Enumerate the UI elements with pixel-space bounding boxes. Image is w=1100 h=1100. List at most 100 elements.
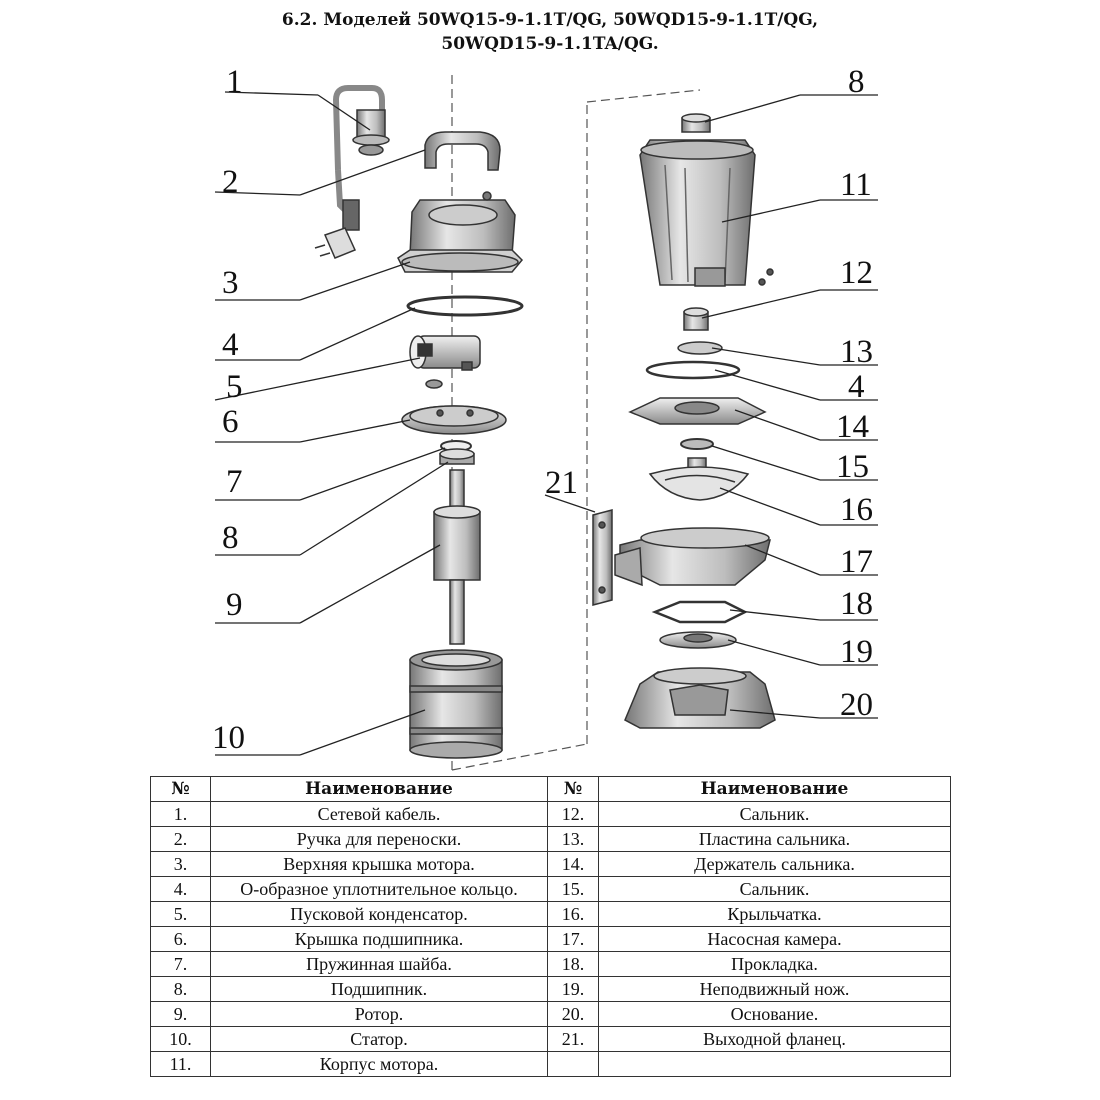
part-no: 1. — [150, 801, 211, 827]
table-row: 7.Пружинная шайба.18.Прокладка. — [150, 951, 951, 977]
part-no: 14. — [547, 851, 599, 877]
part-no: 6. — [150, 926, 211, 952]
part-name: Выходной фланец. — [598, 1026, 951, 1052]
table-row: 6.Крышка подшипника.17.Насосная камера. — [150, 926, 951, 952]
part-name: Насосная камера. — [598, 926, 951, 952]
table-row: 10.Статор.21.Выходной фланец. — [150, 1026, 951, 1052]
table-row: 4.О-образное уплотнительное кольцо.15.Са… — [150, 876, 951, 902]
impeller-part — [648, 457, 750, 501]
part-no: 3. — [150, 851, 211, 877]
callout-9: 9 — [226, 587, 243, 623]
part-no: 4. — [150, 876, 211, 902]
table-row: 3.Верхняя крышка мотора.14.Держатель сал… — [150, 851, 951, 877]
callout-16: 16 — [840, 492, 873, 528]
callout-18: 18 — [840, 586, 873, 622]
gasket-part — [651, 600, 748, 624]
part-no: 12. — [547, 801, 599, 827]
callout-19: 19 — [840, 634, 873, 670]
part-name: Верхняя крышка мотора. — [210, 851, 548, 877]
callout-20: 20 — [840, 687, 873, 723]
header-no-left: № — [150, 776, 211, 802]
part-no: 17. — [547, 926, 599, 952]
part-no: 2. — [150, 826, 211, 852]
callout-12: 12 — [840, 255, 873, 291]
part-name: Ручка для переноски. — [210, 826, 548, 852]
table-row: 8.Подшипник.19.Неподвижный нож. — [150, 976, 951, 1002]
o-ring-right-part — [645, 360, 741, 380]
callout-labels-left: 1 2 3 4 5 6 7 8 9 10 — [212, 64, 245, 756]
part-name: Подшипник. — [210, 976, 548, 1002]
seal-holder-part — [628, 397, 767, 425]
rotor-part — [433, 469, 481, 645]
base-part — [624, 667, 776, 729]
callout-17: 17 — [840, 544, 873, 580]
part-name: Прокладка. — [598, 951, 951, 977]
part-no: 20. — [547, 1001, 599, 1027]
part-name: Пусковой конденсатор. — [210, 901, 548, 927]
o-ring-part — [406, 295, 524, 317]
part-name: Неподвижный нож. — [598, 976, 951, 1002]
callout-4: 4 — [222, 327, 239, 363]
part-no: 15. — [547, 876, 599, 902]
part-name — [598, 1051, 951, 1077]
part-no: 21. — [547, 1026, 599, 1052]
callout-5: 5 — [226, 369, 243, 405]
callout-10: 10 — [212, 720, 245, 756]
callout-6: 6 — [222, 404, 239, 440]
table-header-row: № Наименование № Наименование — [150, 776, 951, 802]
part-name: Корпус мотора. — [210, 1051, 548, 1077]
header-name-right: Наименование — [598, 776, 951, 802]
table-row: 1.Сетевой кабель.12.Сальник. — [150, 801, 951, 827]
part-no: 19. — [547, 976, 599, 1002]
power-cable-part — [314, 85, 390, 259]
part-name: Крыльчатка. — [598, 901, 951, 927]
callout-3: 3 — [222, 265, 239, 301]
part-name: Основание. — [598, 1001, 951, 1027]
diagram-title: 6.2. Моделей 50WQ15-9-1.1T/QG, 50WQD15-9… — [0, 8, 1100, 56]
parts-table: № Наименование № Наименование 1.Сетевой … — [150, 776, 951, 1077]
callout-2: 2 — [222, 164, 239, 200]
pump-chamber-part — [614, 527, 771, 587]
part-no — [547, 1051, 599, 1077]
part-no: 9. — [150, 1001, 211, 1027]
outlet-flange-part — [592, 509, 613, 606]
seal-12-part — [683, 307, 709, 331]
part-no: 16. — [547, 901, 599, 927]
table-row: 2.Ручка для переноски.13.Пластина сальни… — [150, 826, 951, 852]
exploded-pump-diagram: 1 2 3 4 5 6 7 8 9 10 8 11 12 13 4 14 15 … — [212, 64, 878, 771]
table-row: 5.Пусковой конденсатор.16.Крыльчатка. — [150, 901, 951, 927]
callout-11: 11 — [840, 167, 872, 203]
callout-7: 7 — [226, 464, 243, 500]
callout-right-8: 8 — [848, 64, 865, 100]
motor-top-cover-part — [397, 191, 524, 273]
table-row: 11.Корпус мотора. — [150, 1051, 951, 1077]
callout-8: 8 — [222, 520, 239, 556]
part-name: Сальник. — [598, 876, 951, 902]
seal-plate-part — [677, 341, 723, 355]
motor-housing-part — [639, 139, 774, 287]
right-bearing-part — [681, 113, 711, 133]
callout-15: 15 — [836, 449, 869, 485]
header-name-left: Наименование — [210, 776, 548, 802]
part-name: Пружинная шайба. — [210, 951, 548, 977]
part-no: 11. — [150, 1051, 211, 1077]
callout-right-4: 4 — [848, 369, 865, 405]
fixed-blade-part — [659, 631, 737, 649]
bearing-part — [439, 448, 475, 465]
part-name: Сетевой кабель. — [210, 801, 548, 827]
table-row: 9.Ротор.20.Основание. — [150, 1001, 951, 1027]
leader-lines — [214, 91, 878, 756]
bearing-cover-part — [401, 379, 507, 435]
carry-handle-part — [424, 131, 501, 171]
title-line-2: 50WQD15-9-1.1TA/QG. — [441, 34, 659, 54]
part-no: 7. — [150, 951, 211, 977]
part-no: 13. — [547, 826, 599, 852]
part-name: Ротор. — [210, 1001, 548, 1027]
part-no: 8. — [150, 976, 211, 1002]
part-no: 10. — [150, 1026, 211, 1052]
part-name: О-образное уплотнительное кольцо. — [210, 876, 548, 902]
title-line-1: 6.2. Моделей 50WQ15-9-1.1T/QG, 50WQD15-9… — [281, 10, 819, 30]
callout-labels-right: 8 11 12 13 4 14 15 16 17 18 19 20 21 — [545, 64, 873, 723]
header-no-right: № — [547, 776, 599, 802]
part-name: Пластина сальника. — [598, 826, 951, 852]
